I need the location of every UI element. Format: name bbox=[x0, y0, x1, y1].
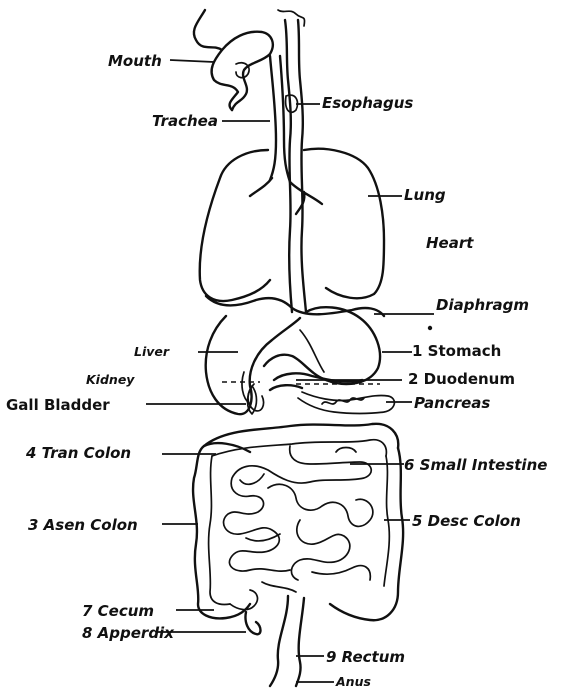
label-liver: Liver bbox=[134, 344, 170, 359]
cecum-shape bbox=[230, 590, 257, 610]
small-intestine-coils-2 bbox=[268, 484, 373, 580]
label-mouth: Mouth bbox=[108, 52, 162, 70]
label-esophagus: Esophagus bbox=[322, 94, 413, 112]
appendix-shape bbox=[245, 612, 260, 634]
label-gall-bladder: Gall Bladder bbox=[6, 396, 110, 414]
head-mouth-outline bbox=[194, 10, 238, 110]
label-stomach: 1 Stomach bbox=[412, 342, 501, 360]
label-asen-colon: 3 Asen Colon bbox=[28, 516, 138, 534]
label-diaphragm: Diaphragm bbox=[436, 296, 529, 314]
label-appendix: 8 Apperdix bbox=[82, 624, 175, 642]
bronchus-right bbox=[290, 182, 322, 214]
colon-outer bbox=[193, 443, 250, 618]
label-duodenum: 2 Duodenum bbox=[408, 370, 515, 388]
leader-mouth bbox=[170, 60, 214, 62]
esophagus-tube-inner bbox=[298, 20, 306, 312]
esophagus-bulge bbox=[286, 95, 298, 112]
liver-outline bbox=[206, 316, 300, 414]
label-heart: Heart bbox=[426, 234, 474, 252]
stomach-outline bbox=[264, 307, 380, 384]
colon-descending-inner bbox=[384, 456, 389, 586]
label-lung: Lung bbox=[404, 186, 446, 204]
esophagus-top-wiggle bbox=[278, 10, 305, 26]
small-intestine-coils-3 bbox=[240, 448, 356, 593]
diaphragm-dot bbox=[428, 326, 432, 330]
mouth-cavity bbox=[222, 32, 273, 110]
label-kidney: Kidney bbox=[86, 372, 135, 387]
label-desc-colon: 5 Desc Colon bbox=[412, 512, 521, 530]
rectum-tube bbox=[270, 596, 288, 686]
lung-left bbox=[200, 150, 270, 301]
label-cecum: 7 Cecum bbox=[82, 602, 154, 620]
label-anus: Anus bbox=[335, 674, 371, 688]
lung-right bbox=[304, 149, 384, 298]
pancreas-shape bbox=[298, 392, 394, 414]
label-rectum: 9 Rectum bbox=[326, 648, 405, 666]
rectum-tube-inner bbox=[296, 598, 304, 686]
duodenum-outline bbox=[270, 373, 362, 390]
label-trachea: Trachea bbox=[152, 112, 218, 130]
bronchus-left bbox=[250, 178, 272, 196]
label-small-intestine: 6 Small Intestine bbox=[404, 456, 547, 474]
label-pancreas: Pancreas bbox=[414, 394, 490, 412]
label-tran-colon: 4 Tran Colon bbox=[25, 444, 131, 462]
trachea-tube bbox=[270, 56, 276, 180]
